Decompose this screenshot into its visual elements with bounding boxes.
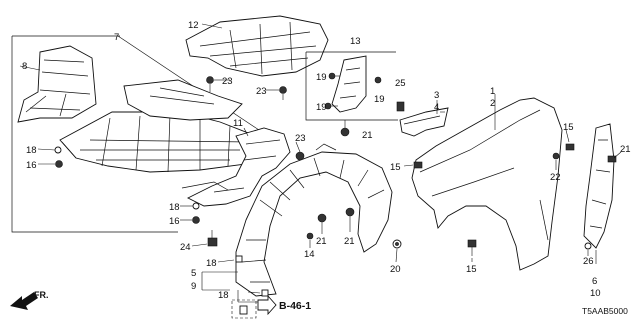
direction-label: FR. (34, 290, 49, 300)
leader-lines (19, 23, 622, 303)
callout-6: 6 (592, 276, 597, 287)
clip-23c-icon (295, 151, 305, 161)
callout-16b: 16 (169, 216, 180, 227)
reference-clip-icon (239, 305, 248, 315)
clip-23a-icon (206, 76, 214, 92)
clip-19b-icon (374, 76, 382, 84)
clip-24-icon (207, 230, 218, 247)
callout-labels: 1 2 3 4 5 6 7 8 9 10 11 12 13 14 15 15 1… (22, 20, 631, 301)
callout-18c: 18 (206, 258, 217, 269)
part-6-10-bracket (583, 123, 615, 249)
callout-9: 9 (191, 281, 196, 292)
callout-23a: 23 (222, 76, 233, 87)
bolt-15a-icon (413, 161, 423, 169)
callout-11: 11 (233, 118, 243, 129)
callout-16a: 16 (26, 160, 37, 171)
callout-25: 25 (395, 78, 406, 89)
callout-1: 1 (490, 86, 495, 97)
clip-16a-icon (55, 160, 63, 168)
callout-7: 7 (114, 32, 119, 43)
reference-arrow: B-46-1 (257, 294, 311, 316)
bolt-15c-icon (565, 143, 575, 151)
part-3-4-bracket (399, 107, 449, 137)
callout-15a: 15 (390, 162, 401, 173)
clip-23b-icon (279, 86, 287, 100)
clip-14-icon (306, 232, 314, 240)
callout-21d: 21 (620, 144, 631, 155)
callout-20: 20 (390, 264, 401, 275)
callout-4: 4 (434, 102, 439, 113)
fasteners (54, 72, 617, 297)
part-8-splash-shield (17, 45, 97, 123)
clip-18c-icon (235, 255, 243, 263)
clip-16b-icon (192, 216, 200, 224)
clip-21a-icon (317, 213, 327, 230)
diagram-code: T5AAB5000 (582, 306, 628, 316)
clip-19c-icon (324, 102, 338, 110)
clip-19a-icon (328, 72, 340, 80)
callout-18a: 18 (26, 145, 37, 156)
bolt-21d-icon (607, 155, 617, 163)
callout-19b: 19 (374, 94, 385, 105)
callout-13: 13 (350, 36, 361, 47)
part-12-upper-panel (185, 15, 329, 77)
clip-20-icon (392, 239, 402, 249)
callout-26: 26 (583, 256, 594, 267)
part-center-cover (123, 79, 243, 121)
callout-3: 3 (434, 90, 439, 101)
clip-18d-icon (261, 289, 269, 297)
callout-21b: 21 (316, 236, 327, 247)
callout-2: 2 (490, 98, 495, 109)
callout-15c: 15 (563, 122, 574, 133)
clip-26-icon (584, 242, 592, 250)
part-13-mud-flap (331, 55, 367, 113)
callout-10: 10 (590, 288, 601, 299)
callout-14: 14 (304, 249, 315, 260)
callout-23b: 23 (256, 86, 267, 97)
group-box-7 (11, 35, 263, 233)
callout-5: 5 (191, 268, 196, 279)
part-5-9-fender-liner (235, 143, 393, 297)
callout-23c: 23 (295, 133, 306, 144)
callout-24: 24 (180, 242, 191, 253)
clip-21b-icon (345, 207, 355, 228)
part-13-group-box (305, 51, 398, 121)
reference-detail-box (231, 299, 257, 319)
bolt-15b-icon (467, 239, 477, 256)
callout-22: 22 (550, 172, 561, 183)
part-1-2-front-fender (411, 97, 563, 271)
direction-arrow: FR. (10, 290, 49, 310)
reference-label: B-46-1 (279, 300, 311, 312)
callout-21c: 21 (344, 236, 355, 247)
callout-18b: 18 (169, 202, 180, 213)
part-11-bracket (181, 127, 291, 207)
clip-18a-icon (54, 146, 62, 154)
callout-8: 8 (22, 61, 27, 72)
clip-18b-icon (192, 202, 200, 210)
callout-19c: 19 (316, 102, 327, 113)
callout-21a: 21 (362, 130, 373, 141)
clip-21c-icon (340, 127, 350, 137)
callout-18d: 18 (218, 290, 229, 301)
callout-19a: 19 (316, 72, 327, 83)
clip-22-icon (552, 152, 560, 160)
bolt-25-icon (396, 101, 405, 112)
callout-12: 12 (188, 20, 199, 31)
callout-15b: 15 (466, 264, 477, 275)
